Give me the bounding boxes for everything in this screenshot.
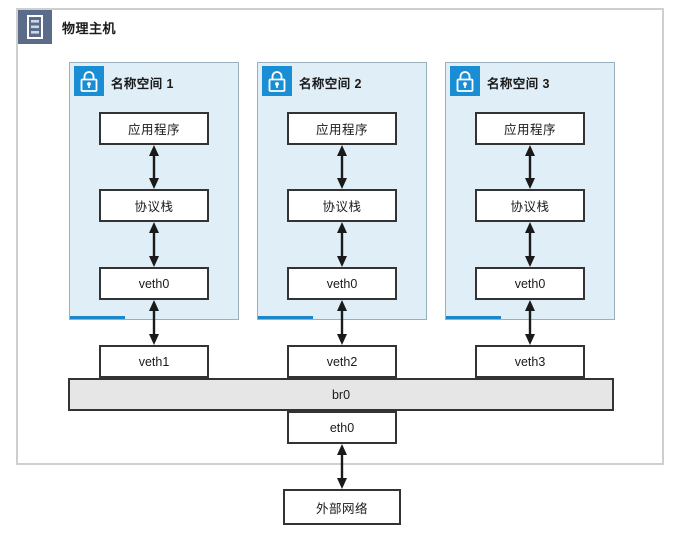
namespace-title-2: 名称空间 2 [299,77,362,91]
namespace-accent-bar-1 [70,316,126,319]
arrow-stack-veth0-1 [147,222,161,267]
arrow-eth0-external [335,444,349,489]
namespace-accent-bar-2 [258,316,314,319]
external-network-node: 外部网络 [283,489,401,525]
namespace-2-app-node: 应用程序 [287,112,397,145]
namespace-1-app-node: 应用程序 [99,112,209,145]
namespace-title-3: 名称空间 3 [487,77,550,91]
lock-icon [262,66,292,96]
arrow-veth0-veth2 [335,300,349,345]
lock-icon [450,66,480,96]
namespace-1-veth0-node: veth0 [99,267,209,300]
host-veth3-node: veth3 [475,345,585,378]
lock-icon [74,66,104,96]
namespace-accent-bar-3 [446,316,502,319]
namespace-1-stack-node: 协议栈 [99,189,209,222]
arrow-stack-veth0-3 [523,222,537,267]
namespace-3-stack-node: 协议栈 [475,189,585,222]
arrow-veth0-veth3 [523,300,537,345]
server-icon [18,10,52,44]
arrow-stack-veth0-2 [335,222,349,267]
namespace-3-veth0-node: veth0 [475,267,585,300]
namespace-3-app-node: 应用程序 [475,112,585,145]
uplink-eth0-node: eth0 [287,411,397,444]
arrow-app-stack-2 [335,145,349,189]
host-veth1-node: veth1 [99,345,209,378]
host-veth2-node: veth2 [287,345,397,378]
arrow-app-stack-3 [523,145,537,189]
bridge-br0: br0 [68,378,614,411]
namespace-2-veth0-node: veth0 [287,267,397,300]
arrow-app-stack-1 [147,145,161,189]
namespace-title-1: 名称空间 1 [111,77,174,91]
namespace-2-stack-node: 协议栈 [287,189,397,222]
arrow-veth0-veth1 [147,300,161,345]
